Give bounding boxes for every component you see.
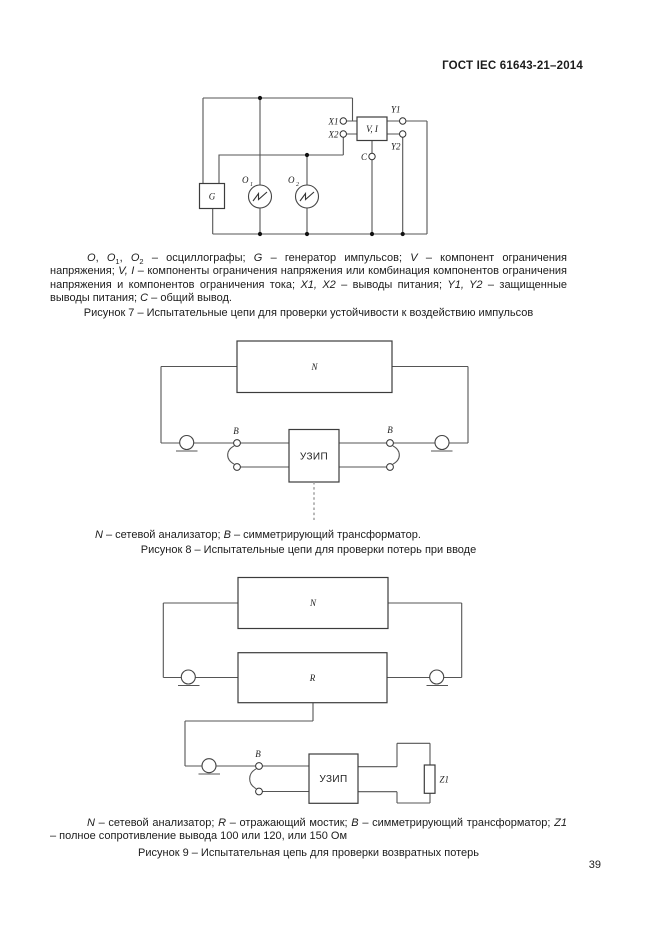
terminal-y1-label: Y1: [391, 105, 401, 115]
figure-9-diagram: N R B УЗИП Z1: [162, 576, 463, 804]
figure7-caption: Рисунок 7 – Испытательные цепи для прове…: [83, 307, 534, 319]
oscilloscope-o1-subscript: 1: [250, 182, 253, 188]
current-probe-right-symbol: [426, 669, 448, 687]
balun-label: B: [255, 749, 261, 759]
generator-box: G: [198, 182, 226, 210]
oscilloscope-o1-label: O: [242, 175, 249, 185]
figure8-caption: Рисунок 8 – Испытательные цепи для прове…: [140, 544, 477, 556]
balun-symbol: B: [249, 749, 263, 796]
terminal-c: C: [361, 152, 376, 162]
page-number: 39: [588, 859, 601, 871]
oscilloscope-o2-subscript: 2: [296, 182, 299, 188]
figure7-note: O, O1, O2 – осциллографы; G – генератор …: [50, 252, 568, 305]
figure-7-diagram: G O 1 O 2 V, I X1 X2 Y1: [198, 95, 428, 237]
figure9-wires: [162, 602, 463, 804]
generator-label: G: [209, 192, 216, 202]
balun-left-symbol: B: [227, 426, 241, 471]
figure8-note: N – сетевой анализатор; B – симметрирующ…: [95, 529, 421, 541]
load-z1-label: Z1: [440, 775, 450, 785]
oscilloscope-o1-symbol: O 1: [242, 175, 273, 209]
protective-component-box: V, I: [356, 116, 388, 142]
terminal-y2-label: Y2: [391, 142, 401, 152]
network-analyzer-box: N: [237, 576, 389, 630]
page-header: ГОСТ IEC 61643-21–2014: [442, 60, 583, 72]
terminal-x2: X2: [328, 130, 347, 140]
protective-component-label: V, I: [366, 124, 379, 134]
spd-label: УЗИП: [319, 774, 347, 785]
terminal-x1: X1: [328, 117, 347, 127]
network-analyzer-label: N: [310, 362, 318, 372]
terminal-y1: Y1: [391, 105, 407, 125]
reflecting-bridge-box: R: [237, 652, 388, 704]
oscilloscope-o2-label: O: [288, 175, 295, 185]
load-z1-resistor: Z1: [423, 764, 450, 794]
terminal-x2-label: X2: [328, 130, 339, 140]
network-analyzer-box: N: [236, 340, 393, 394]
balun-left-label: B: [233, 426, 239, 436]
figure9-caption: Рисунок 9 – Испытательная цепь для прове…: [138, 847, 479, 859]
current-probe-left-symbol: [178, 669, 200, 687]
spd-label: УЗИП: [300, 452, 328, 463]
balun-right-label: B: [387, 425, 393, 435]
spd-box: УЗИП: [308, 753, 359, 804]
oscilloscope-o2-symbol: O 2: [288, 175, 320, 209]
balun-right-symbol: B: [386, 425, 400, 471]
terminal-x1-label: X1: [328, 117, 339, 127]
figure9-note: N – сетевой анализатор; R – отражающий м…: [50, 817, 568, 843]
figure-8-diagram: N B B УЗИП: [160, 340, 469, 520]
spd-box: УЗИП: [288, 428, 340, 483]
current-probe-left-symbol: [176, 434, 198, 452]
network-analyzer-label: N: [309, 598, 317, 608]
junction-dots: [257, 95, 405, 237]
current-probe-bottom-symbol: [198, 758, 220, 775]
figure7-wires: [202, 97, 428, 235]
terminal-y2: Y2: [391, 130, 407, 152]
reflecting-bridge-label: R: [309, 673, 316, 683]
current-probe-right-symbol: [431, 434, 453, 452]
terminal-c-label: C: [361, 152, 368, 162]
